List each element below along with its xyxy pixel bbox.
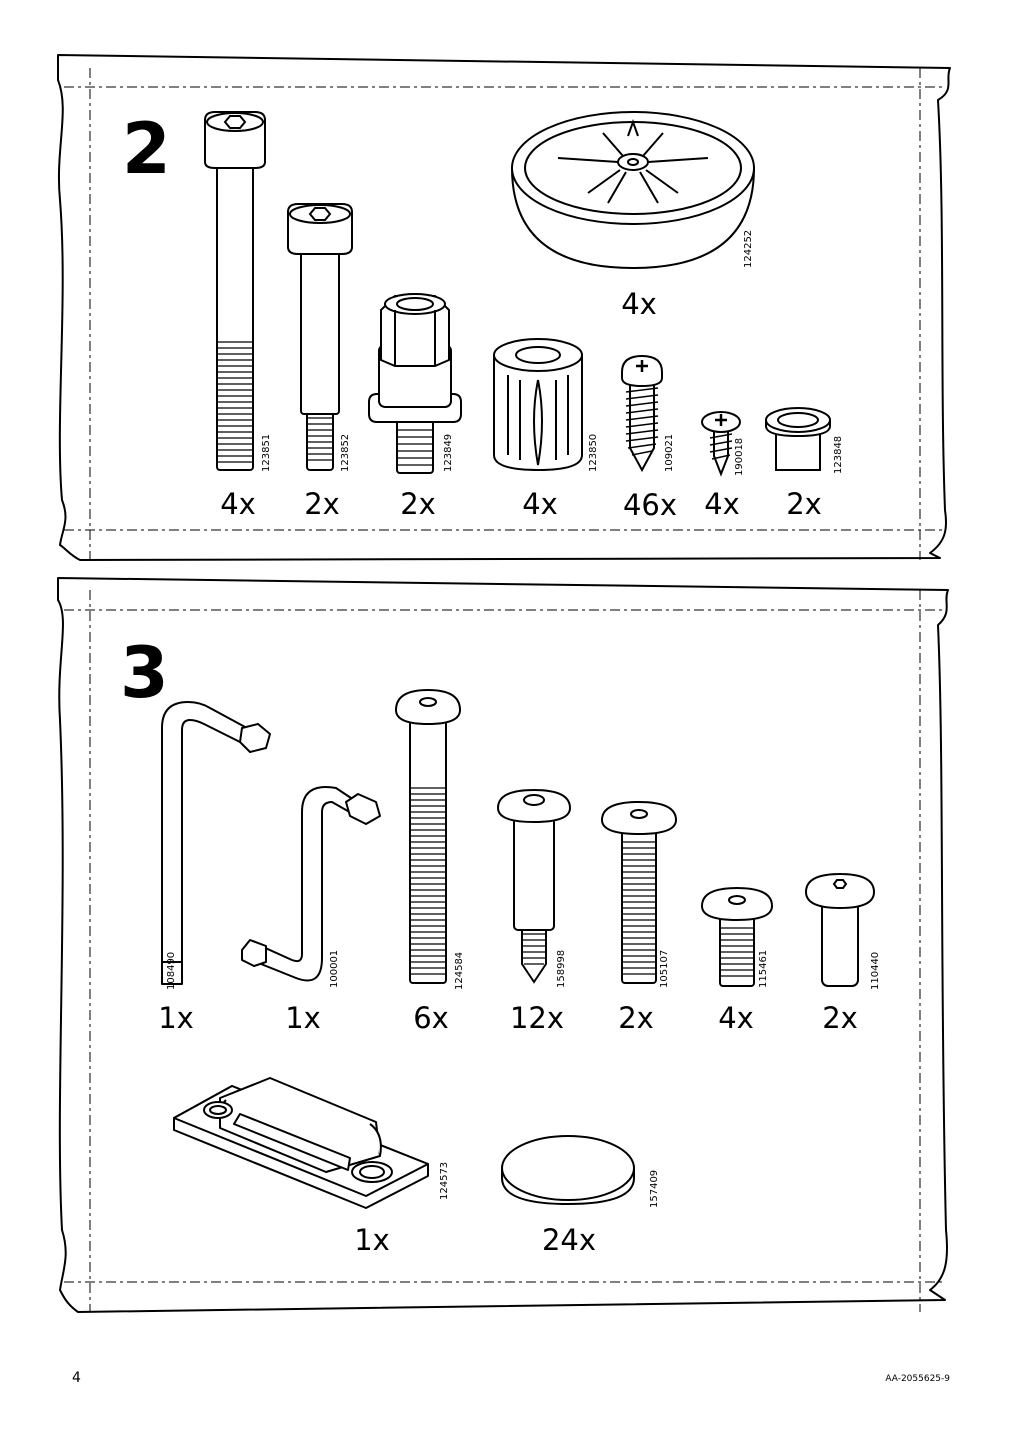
part-code: 123850	[588, 433, 599, 472]
pan-head-wood-screw-icon	[621, 354, 663, 473]
step-number: 2	[122, 108, 171, 190]
z-allen-key-icon	[241, 786, 381, 982]
part-code: 109021	[664, 433, 675, 472]
part-code: 124573	[439, 1161, 450, 1200]
part-quantity: 1x	[354, 1223, 390, 1257]
stepped-pin-screw-icon	[496, 788, 572, 984]
part-quantity: 4x	[522, 487, 558, 521]
part-code: 110440	[870, 951, 881, 990]
cap-screw-long-icon	[204, 111, 266, 471]
part-code: 100001	[329, 949, 340, 988]
step-number: 3	[120, 632, 169, 714]
part-quantity: 4x	[220, 487, 256, 521]
hex-connector-bolt-icon	[368, 293, 462, 474]
furniture-foot-glide-icon	[510, 111, 756, 270]
part-quantity: 4x	[704, 487, 740, 521]
flanged-bushing-icon	[765, 407, 831, 471]
button-head-bolt-icon	[600, 800, 678, 984]
part-code: 123848	[833, 435, 844, 474]
plastic-sleeve-icon	[493, 338, 583, 472]
cover-cap-icon	[501, 1135, 635, 1206]
part-quantity: 46x	[622, 488, 678, 522]
part-code: 105107	[659, 949, 670, 988]
part-code: 115461	[758, 949, 769, 988]
document-id: AA-2055625-9	[885, 1374, 950, 1384]
part-quantity: 24x	[541, 1223, 597, 1257]
part-quantity: 12x	[509, 1001, 565, 1035]
part-code: 157409	[649, 1169, 660, 1208]
part-code: 124252	[743, 229, 754, 268]
part-quantity: 1x	[285, 1001, 321, 1035]
part-code: 190018	[734, 437, 745, 476]
part-quantity: 2x	[304, 487, 340, 521]
barrel-nut-icon	[804, 872, 876, 987]
part-code: 123852	[340, 433, 351, 472]
part-quantity: 2x	[786, 487, 822, 521]
part-code: 108490	[166, 951, 177, 990]
short-button-head-bolt-icon	[700, 886, 774, 987]
page-number: 4	[72, 1370, 81, 1386]
part-quantity: 2x	[400, 487, 436, 521]
long-allen-key-icon	[161, 701, 271, 985]
part-code: 123849	[443, 433, 454, 472]
part-quantity: 4x	[718, 1001, 754, 1035]
part-quantity: 2x	[618, 1001, 654, 1035]
long-button-head-bolt-icon	[394, 688, 462, 984]
part-quantity: 1x	[158, 1001, 194, 1035]
cap-screw-short-icon	[287, 203, 353, 471]
part-quantity: 6x	[413, 1001, 449, 1035]
part-quantity: 2x	[822, 1001, 858, 1035]
connector-bracket-icon	[173, 1077, 429, 1209]
part-code: 158998	[556, 949, 567, 988]
small-wood-screw-icon	[701, 411, 741, 477]
part-code: 124584	[454, 951, 465, 990]
part-quantity: 4x	[621, 287, 657, 321]
part-code: 123851	[261, 433, 272, 472]
